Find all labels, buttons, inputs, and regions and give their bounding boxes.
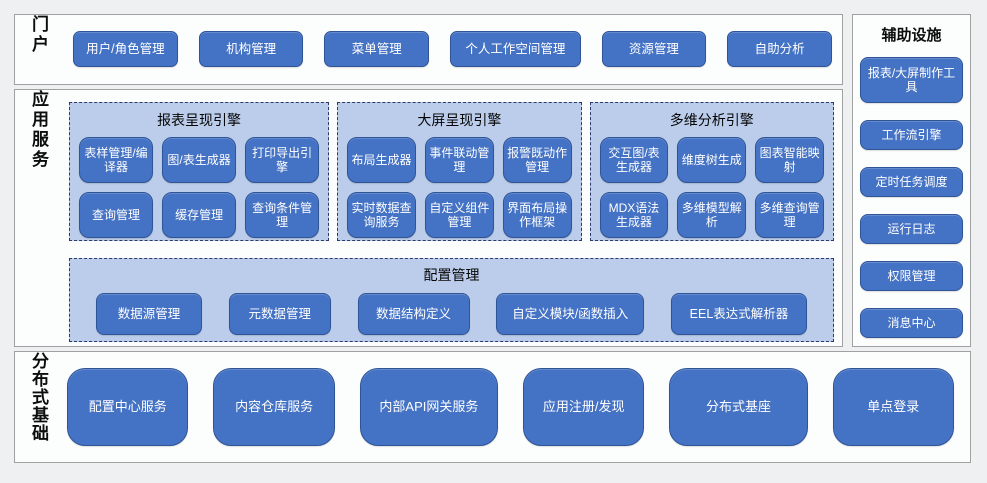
node-cache-management[interactable]: 缓存管理 <box>162 192 237 238</box>
config-management-title: 配置管理 <box>423 267 480 283</box>
auxiliary-node-column: 报表/大屏制作工具 工作流引擎 定时任务调度 运行日志 权限管理 消息中心 <box>853 45 970 338</box>
app-services-section: 应用服务 报表呈现引擎 表样管理/编译器 图/表生成器 打印导出引擎 查询管理 … <box>14 89 843 347</box>
node-layout-generator[interactable]: 布局生成器 <box>347 137 416 183</box>
node-event-linkage-management[interactable]: 事件联动管理 <box>424 137 494 183</box>
node-permission-management[interactable]: 权限管理 <box>860 261 963 291</box>
node-dimension-tree-generation[interactable]: 维度树生成 <box>677 137 747 183</box>
node-config-center-service[interactable]: 配置中心服务 <box>67 368 189 446</box>
node-interactive-chart-generator[interactable]: 交互图/表生成器 <box>599 137 669 183</box>
node-metadata-management[interactable]: 元数据管理 <box>228 293 331 335</box>
node-resource-management[interactable]: 资源管理 <box>601 31 707 67</box>
node-content-repo-service[interactable]: 内容仓库服务 <box>213 368 335 446</box>
node-chart-smart-mapping[interactable]: 图表智能映射 <box>755 137 825 183</box>
node-custom-component-management[interactable]: 自定义组件管理 <box>424 192 494 238</box>
report-engine-title: 报表呈现引擎 <box>157 112 242 128</box>
foundation-node-row: 配置中心服务 内容仓库服务 内部API网关服务 应用注册/发现 分布式基座 单点… <box>67 352 954 462</box>
node-chart-table-generator[interactable]: 图/表生成器 <box>162 137 237 183</box>
app-services-section-title: 应用服务 <box>29 90 48 170</box>
bigscreen-engine-title: 大屏呈现引擎 <box>417 112 502 128</box>
portal-node-row: 用户/角色管理 机构管理 菜单管理 个人工作空间管理 资源管理 自助分析 <box>73 31 832 67</box>
report-engine-group: 报表呈现引擎 表样管理/编译器 图/表生成器 打印导出引擎 查询管理 缓存管理 … <box>69 102 330 241</box>
node-app-register-discovery[interactable]: 应用注册/发现 <box>522 368 645 446</box>
bigscreen-engine-grid: 布局生成器 事件联动管理 报警既动作管理 实时数据查询服务 自定义组件管理 界面… <box>347 137 572 238</box>
node-internal-api-gateway[interactable]: 内部API网关服务 <box>359 368 498 446</box>
olap-engine-group: 多维分析引擎 交互图/表生成器 维度树生成 图表智能映射 MDX语法生成器 多维… <box>589 102 835 241</box>
engine-row: 报表呈现引擎 表样管理/编译器 图/表生成器 打印导出引擎 查询管理 缓存管理 … <box>69 102 835 241</box>
app-services-content: 报表呈现引擎 表样管理/编译器 图/表生成器 打印导出引擎 查询管理 缓存管理 … <box>69 102 835 342</box>
node-user-role-management[interactable]: 用户/角色管理 <box>73 31 178 67</box>
portal-section-title: 门户 <box>29 15 48 55</box>
node-personal-workspace-management[interactable]: 个人工作空间管理 <box>450 31 581 67</box>
foundation-section: 分布式基础 配置中心服务 内容仓库服务 内部API网关服务 应用注册/发现 分布… <box>14 351 971 463</box>
node-query-condition-management[interactable]: 查询条件管理 <box>245 192 320 238</box>
portal-section: 门户 用户/角色管理 机构管理 菜单管理 个人工作空间管理 资源管理 自助分析 <box>14 14 843 85</box>
node-datasource-management[interactable]: 数据源管理 <box>96 293 202 335</box>
node-data-structure-definition[interactable]: 数据结构定义 <box>357 293 470 335</box>
node-run-logs[interactable]: 运行日志 <box>860 214 963 244</box>
node-realtime-data-query-service[interactable]: 实时数据查询服务 <box>347 192 416 238</box>
auxiliary-section: 辅助设施 报表/大屏制作工具 工作流引擎 定时任务调度 运行日志 权限管理 消息… <box>852 14 971 347</box>
olap-engine-grid: 交互图/表生成器 维度树生成 图表智能映射 MDX语法生成器 多维模型解析 多维… <box>599 137 825 238</box>
node-task-scheduler[interactable]: 定时任务调度 <box>860 167 963 197</box>
foundation-section-title: 分布式基础 <box>29 352 48 442</box>
node-org-management[interactable]: 机构管理 <box>198 31 304 67</box>
node-query-management[interactable]: 查询管理 <box>79 192 154 238</box>
node-single-sign-on[interactable]: 单点登录 <box>832 368 954 446</box>
bigscreen-engine-group: 大屏呈现引擎 布局生成器 事件联动管理 报警既动作管理 实时数据查询服务 自定义… <box>337 102 582 241</box>
config-node-row: 数据源管理 元数据管理 数据结构定义 自定义模块/函数插入 EEL表达式解析器 <box>96 293 807 335</box>
node-self-service-analysis[interactable]: 自助分析 <box>727 31 832 67</box>
node-menu-management[interactable]: 菜单管理 <box>324 31 430 67</box>
node-ui-layout-framework[interactable]: 界面布局操作框架 <box>502 192 572 238</box>
node-multidim-model-parsing[interactable]: 多维模型解析 <box>677 192 747 238</box>
node-report-bigscreen-tool[interactable]: 报表/大屏制作工具 <box>860 57 963 103</box>
node-alarm-action-management[interactable]: 报警既动作管理 <box>502 137 572 183</box>
node-eel-expression-parser[interactable]: EEL表达式解析器 <box>671 293 807 335</box>
node-multidim-query-management[interactable]: 多维查询管理 <box>755 192 825 238</box>
node-message-center[interactable]: 消息中心 <box>860 308 963 338</box>
olap-engine-title: 多维分析引擎 <box>669 112 754 128</box>
node-custom-module-function-insert[interactable]: 自定义模块/函数插入 <box>496 293 645 335</box>
node-print-export-engine[interactable]: 打印导出引擎 <box>245 137 320 183</box>
node-workflow-engine[interactable]: 工作流引擎 <box>860 120 963 150</box>
auxiliary-section-title: 辅助设施 <box>881 27 942 44</box>
node-distributed-base[interactable]: 分布式基座 <box>669 368 808 446</box>
node-mdx-syntax-generator[interactable]: MDX语法生成器 <box>599 192 669 238</box>
config-management-group: 配置管理 数据源管理 元数据管理 数据结构定义 自定义模块/函数插入 EEL表达… <box>69 258 834 342</box>
node-template-management-compiler[interactable]: 表样管理/编译器 <box>79 137 154 183</box>
report-engine-grid: 表样管理/编译器 图/表生成器 打印导出引擎 查询管理 缓存管理 查询条件管理 <box>79 137 320 238</box>
